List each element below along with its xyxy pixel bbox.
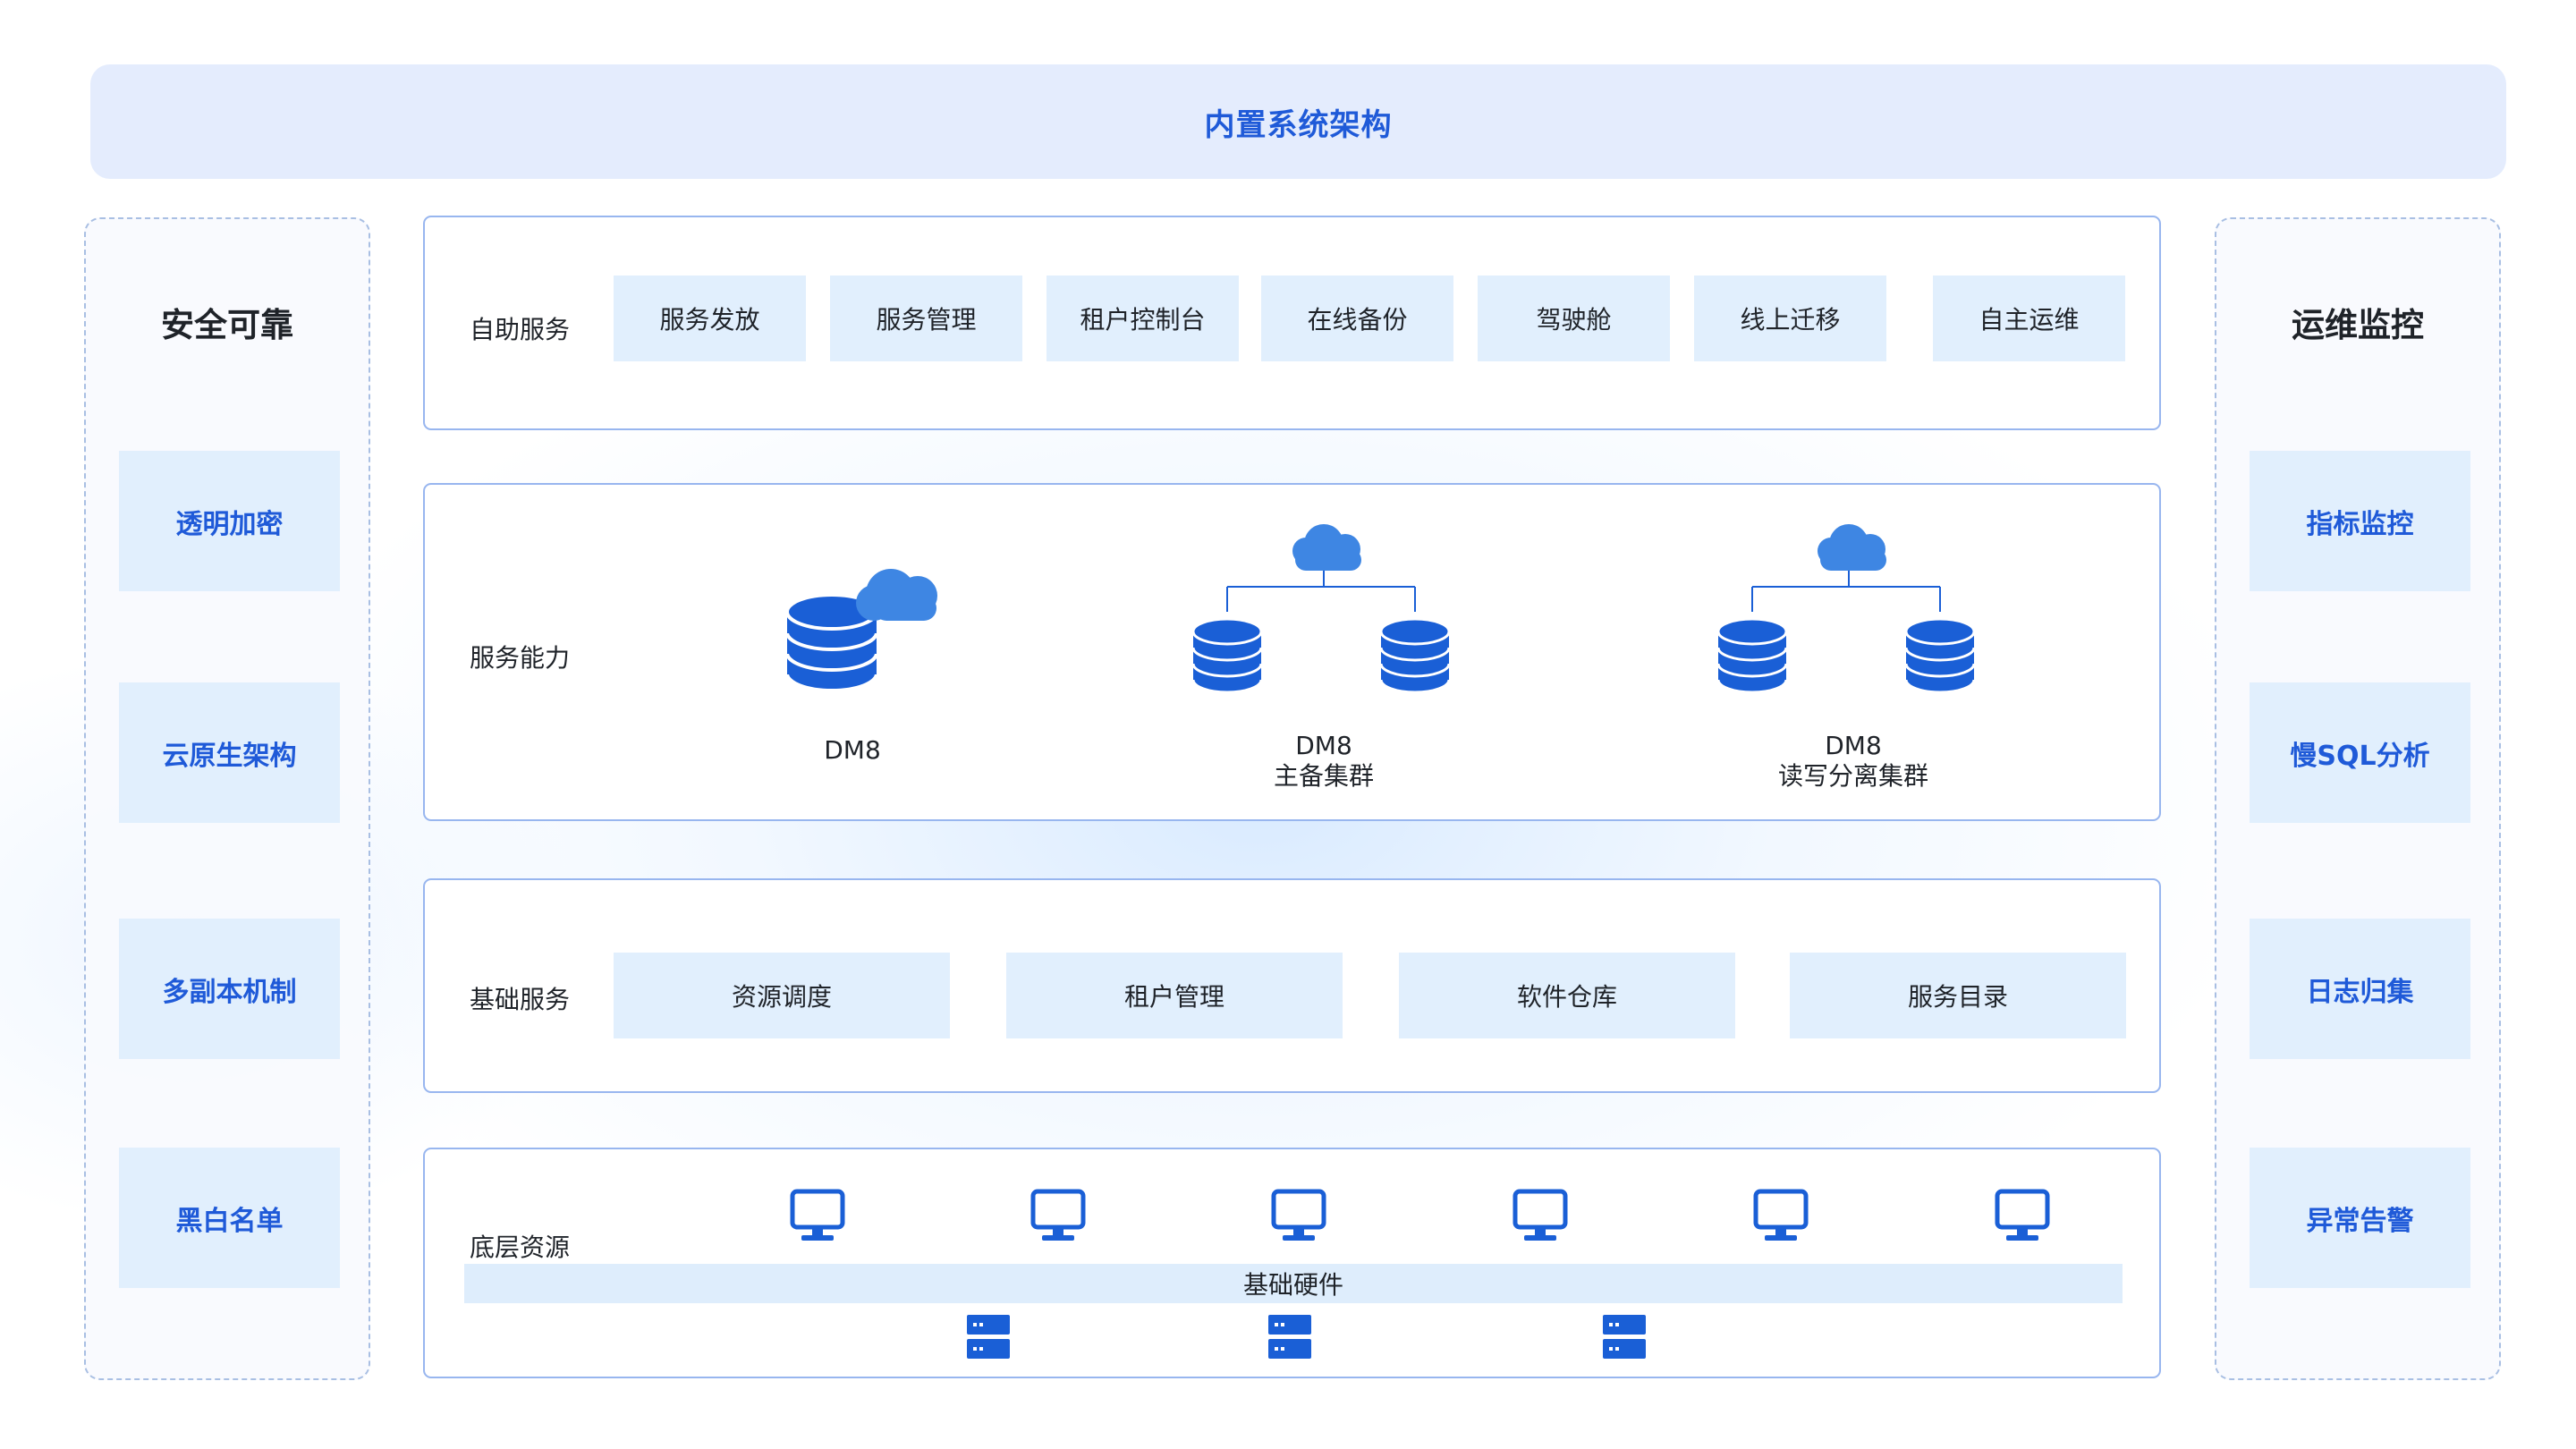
service-cell: 驾驶舱 bbox=[1478, 275, 1670, 361]
service-cell: 租户控制台 bbox=[1046, 275, 1239, 361]
ops-monitoring-panel: 运维监控 指标监控 慢SQL分析 日志归集 异常告警 bbox=[2215, 217, 2501, 1380]
layer-label: 底层资源 bbox=[470, 1233, 571, 1262]
capability-name: DM8 bbox=[824, 735, 881, 765]
capability-layer: 服务能力 DM8 bbox=[423, 483, 2161, 821]
base-service-layer: 基础服务 资源调度 租户管理 软件仓库 服务目录 bbox=[423, 878, 2161, 1093]
capability-sub: 主备集群 bbox=[1273, 761, 1374, 791]
resource-layer: 底层资源 基础硬件 bbox=[423, 1148, 2161, 1378]
feature-slow-sql-analysis: 慢SQL分析 bbox=[2250, 682, 2470, 823]
feature-multi-replica: 多副本机制 bbox=[119, 919, 340, 1059]
monitor-icon bbox=[1271, 1189, 1326, 1241]
capability-name: DM8 bbox=[1295, 731, 1352, 760]
database-cloud-icon bbox=[785, 569, 937, 692]
ops-panel-title: 运维监控 bbox=[2292, 306, 2424, 344]
base-service-cell: 服务目录 bbox=[1790, 953, 2126, 1038]
layer-label: 服务能力 bbox=[470, 643, 571, 673]
server-icon bbox=[967, 1315, 1010, 1359]
cluster-icon bbox=[1191, 524, 1451, 694]
feature-transparent-encryption: 透明加密 bbox=[119, 451, 340, 591]
monitor-icon bbox=[1513, 1189, 1568, 1241]
feature-metrics-monitoring: 指标监控 bbox=[2250, 451, 2470, 591]
service-cell: 服务管理 bbox=[830, 275, 1022, 361]
capability-name: DM8 bbox=[1825, 731, 1882, 760]
feature-log-collection: 日志归集 bbox=[2250, 919, 2470, 1059]
service-cell: 自主运维 bbox=[1933, 275, 2125, 361]
page-title: 内置系统架构 bbox=[90, 64, 2506, 179]
feature-cloud-native: 云原生架构 bbox=[119, 682, 340, 823]
feature-anomaly-alert: 异常告警 bbox=[2250, 1148, 2470, 1288]
monitor-icon bbox=[1753, 1189, 1809, 1241]
server-icon bbox=[1268, 1315, 1311, 1359]
feature-black-white-list: 黑白名单 bbox=[119, 1148, 340, 1288]
base-service-cell: 资源调度 bbox=[614, 953, 950, 1038]
service-cell: 在线备份 bbox=[1261, 275, 1453, 361]
cluster-icon bbox=[1716, 524, 1976, 694]
capability-sub: 读写分离集群 bbox=[1777, 761, 1928, 791]
service-cell: 服务发放 bbox=[614, 275, 806, 361]
server-icon bbox=[1603, 1315, 1646, 1359]
monitor-icon bbox=[790, 1189, 845, 1241]
security-panel: 安全可靠 透明加密 云原生架构 多副本机制 黑白名单 bbox=[84, 217, 370, 1380]
self-service-layer: 自助服务 服务发放 服务管理 租户控制台 在线备份 驾驶舱 线上迁移 自主运维 bbox=[423, 216, 2161, 430]
monitor-icon bbox=[1995, 1189, 2050, 1241]
base-service-cell: 租户管理 bbox=[1006, 953, 1343, 1038]
hardware-bar: 基础硬件 bbox=[464, 1264, 2123, 1303]
service-cell: 线上迁移 bbox=[1694, 275, 1886, 361]
layer-label: 自助服务 bbox=[470, 315, 571, 344]
base-service-cell: 软件仓库 bbox=[1399, 953, 1735, 1038]
security-panel-title: 安全可靠 bbox=[161, 306, 293, 344]
layer-label: 基础服务 bbox=[470, 985, 571, 1014]
monitor-icon bbox=[1030, 1189, 1086, 1241]
